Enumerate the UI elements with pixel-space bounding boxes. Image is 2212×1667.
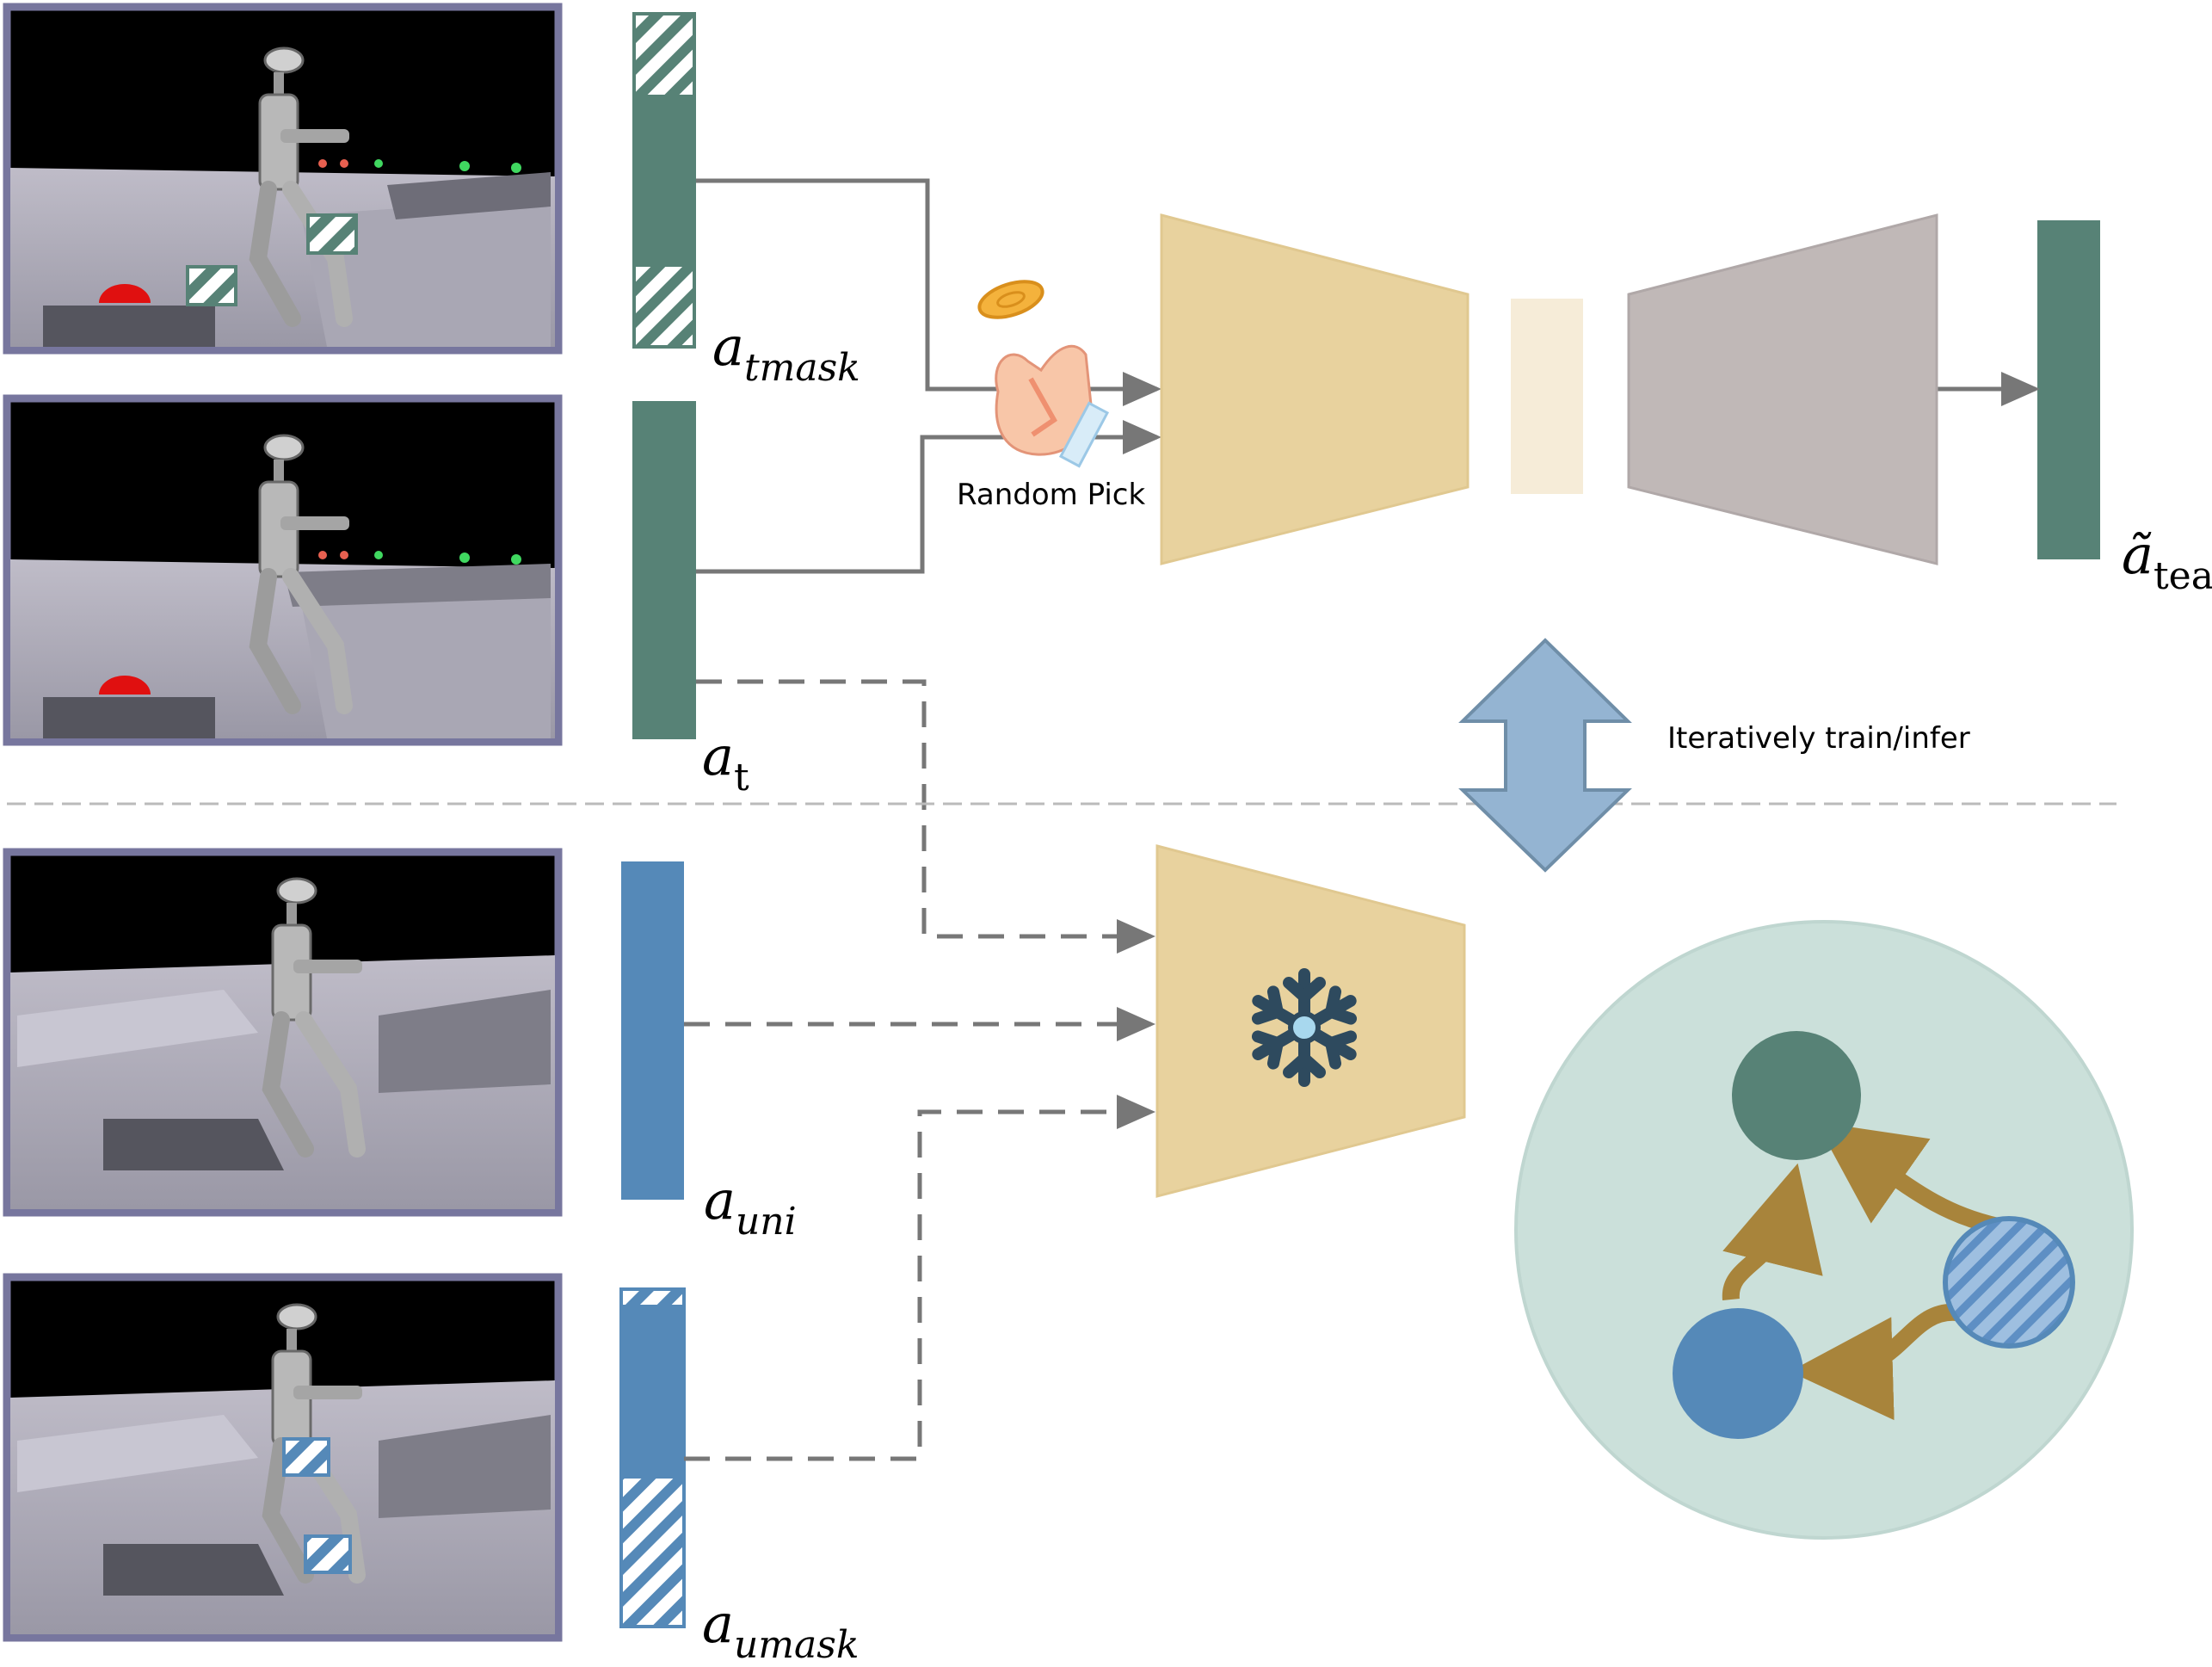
target-marker-icon — [99, 676, 151, 695]
iterative-caption: Iteratively train/infer — [1667, 721, 1970, 756]
bar-a-tmask — [632, 12, 696, 349]
node-student — [1673, 1308, 1803, 1439]
relation-graph — [1514, 920, 2134, 1540]
label-a-tmask: atmask — [712, 315, 860, 390]
node-masked-student — [1943, 1216, 2075, 1349]
label-a-t: at — [702, 725, 749, 800]
sim-panel-3 — [3, 848, 563, 1217]
thumbs-up-coin-icon — [977, 280, 1110, 468]
teacher-encoder — [1160, 213, 1470, 565]
bar-a-umask — [619, 1287, 686, 1628]
connectors-dashed — [684, 679, 1155, 1461]
label-a-umask: aumask — [702, 1592, 860, 1667]
bar-a-uni — [621, 861, 684, 1200]
latent-code — [1511, 299, 1583, 494]
sim-panel-4 — [3, 1273, 563, 1642]
double-arrow-icon — [1458, 638, 1632, 873]
bar-a-t — [632, 401, 696, 739]
random-pick-caption: Random Pick — [957, 478, 1146, 512]
bar-a-tea — [2037, 220, 2100, 559]
graph-background — [1514, 920, 2134, 1540]
snowflake-icon — [1250, 968, 1358, 1081]
target-marker-icon — [99, 284, 151, 303]
node-teacher — [1732, 1031, 1861, 1160]
label-a-tea: ãtea — [2122, 523, 2212, 598]
sim-panel-1 — [3, 3, 563, 355]
sim-panel-2 — [3, 394, 563, 746]
teacher-decoder — [1627, 213, 1938, 565]
label-a-uni: auni — [704, 1169, 797, 1244]
